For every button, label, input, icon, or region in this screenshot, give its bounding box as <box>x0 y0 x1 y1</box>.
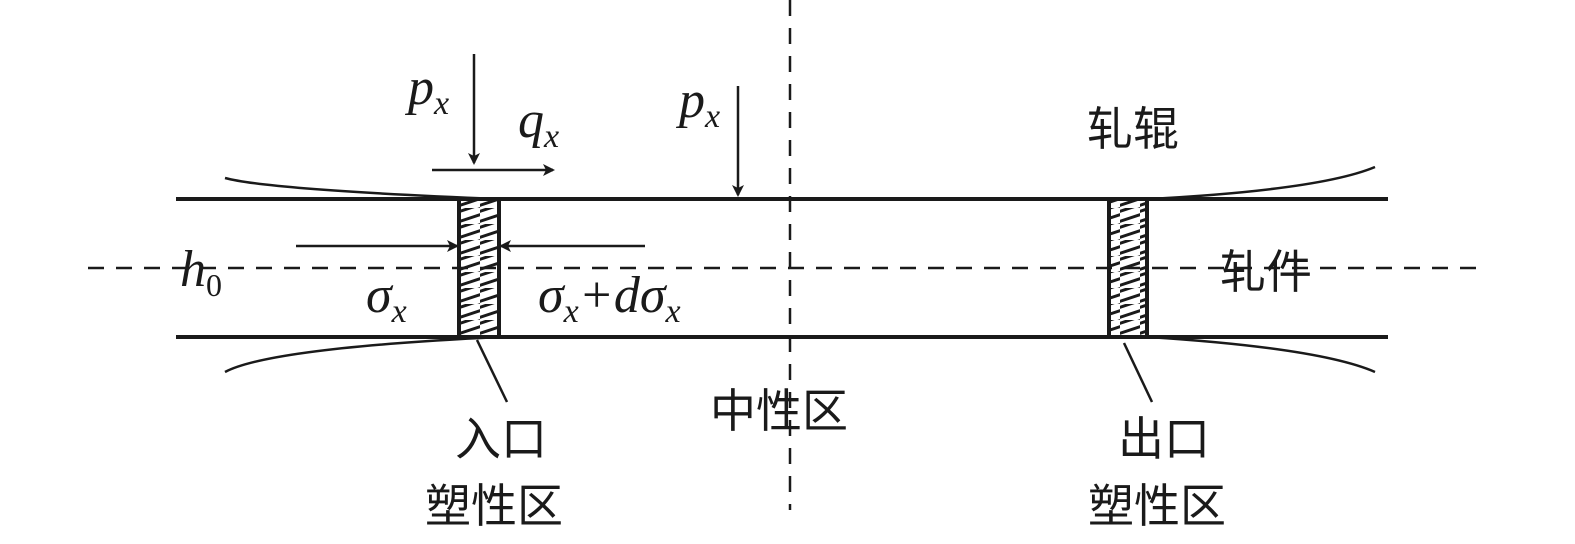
h0-label: h0 <box>180 241 222 303</box>
qx-label: qx <box>518 92 559 155</box>
roll-top-right-curve <box>1147 165 1376 201</box>
entry-zone-label-line1: 入口 <box>455 412 547 466</box>
exit-zone-label-line1: 出口 <box>1118 412 1210 466</box>
neutral-zone-label: 中性区 <box>710 384 848 438</box>
sigma-dx-label: σx+dσx <box>538 267 681 330</box>
exit-zone-label-line2: 塑性区 <box>1088 479 1226 533</box>
roll-bottom-right-curve <box>1147 335 1376 374</box>
px-left-label: px <box>404 59 449 122</box>
roll-label: 轧辊 <box>1087 102 1179 156</box>
entry-zone-label-line2: 塑性区 <box>425 479 563 533</box>
entry-element-hatched <box>457 197 501 339</box>
sigma-x-label: σx <box>366 267 407 330</box>
exit-element-hatched <box>1107 197 1149 339</box>
exit-leader-line <box>1122 342 1154 403</box>
roll-bottom-left-curve <box>224 335 501 374</box>
entry-leader-line <box>475 339 509 403</box>
roll-top-left-curve <box>224 176 501 201</box>
workpiece-label: 轧件 <box>1220 245 1312 299</box>
px-mid-label: px <box>675 72 720 135</box>
